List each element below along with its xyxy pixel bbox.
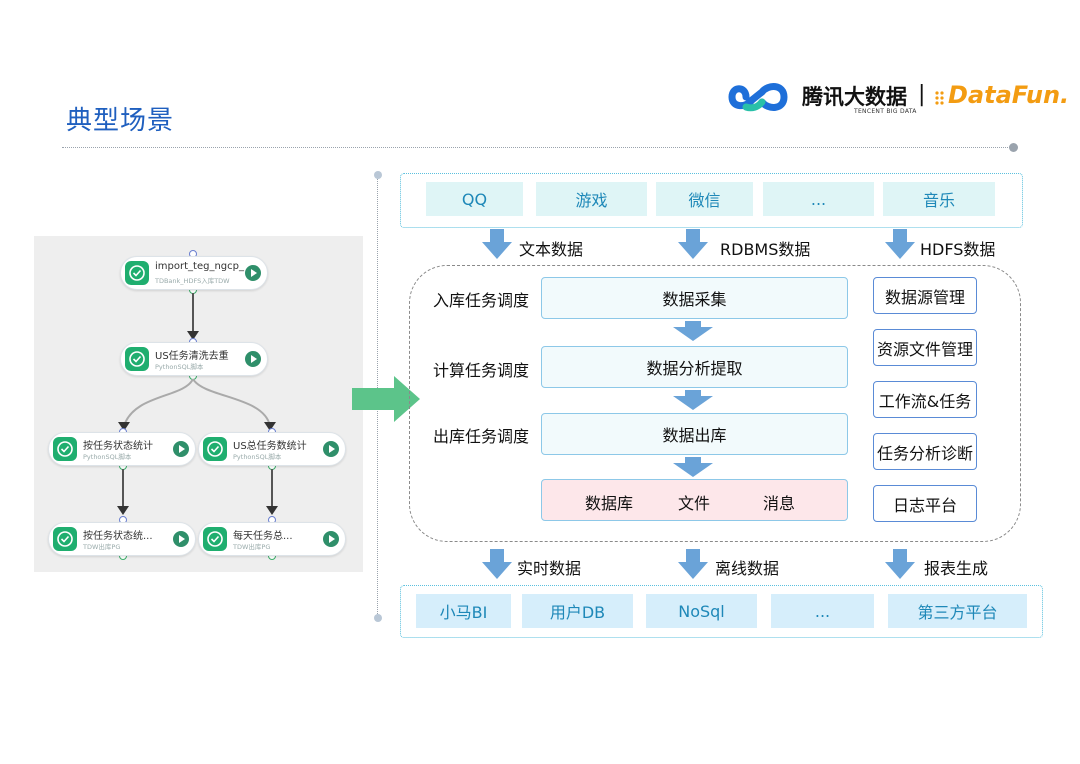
process-collect: 数据采集 (541, 277, 848, 319)
down-arrow-icon (482, 229, 512, 259)
source-chip-games: 游戏 (536, 182, 647, 216)
data-label-hdfs: HDFS数据 (920, 240, 996, 259)
platform-box (409, 265, 1021, 542)
tool-log-platform: 日志平台 (873, 485, 977, 522)
play-icon[interactable] (245, 265, 261, 281)
datafun-dots-icon (935, 91, 944, 105)
big-right-arrow-icon (352, 376, 420, 422)
down-arrow-icon (885, 549, 915, 579)
source-chip-music: 音乐 (883, 182, 995, 216)
down-arrow-icon (678, 549, 708, 579)
logo-separator: | (918, 82, 926, 107)
node-subtitle: TDW出库PG (233, 543, 271, 551)
play-icon[interactable] (173, 531, 189, 547)
node-title: US总任务数统计 (233, 441, 307, 452)
down-arrow-icon (885, 229, 915, 259)
output-chip-user-db: 用户DB (522, 594, 633, 628)
tencent-infinity-logo-icon (728, 83, 788, 112)
tool-resource-file-mgmt: 资源文件管理 (873, 329, 977, 366)
data-label-rdbms: RDBMS数据 (720, 240, 811, 259)
tool-task-diagnosis: 任务分析诊断 (873, 433, 977, 470)
data-label-report: 报表生成 (924, 559, 989, 578)
divider-bottom-dot (374, 614, 382, 622)
node-title: 每天任务总... (233, 531, 293, 542)
check-icon (203, 527, 227, 551)
tool-workflow-task: 工作流&任务 (873, 381, 977, 418)
output-chip-third-party: 第三方平台 (888, 594, 1027, 628)
down-arrow-icon (678, 229, 708, 259)
logo-group: 腾讯大数据 TENCENT BIG DATA | DataFun. (726, 78, 1076, 118)
down-arrow-icon (673, 390, 713, 410)
tencent-bigdata-sub: TENCENT BIG DATA (854, 108, 917, 115)
header-divider (62, 147, 1014, 148)
sink-box: 数据库 文件 消息 (541, 479, 848, 521)
divider-top-dot (374, 171, 382, 179)
scheduler-ingest: 入库任务调度 (433, 291, 530, 310)
data-label-realtime: 实时数据 (517, 559, 582, 578)
check-icon (125, 261, 149, 285)
check-icon (53, 437, 77, 461)
sources-panel: QQ 游戏 微信 ... 音乐 (400, 173, 1023, 228)
page-title: 典型场景 (66, 106, 175, 136)
output-chip-xiaoma-bi: 小马BI (416, 594, 511, 628)
play-icon[interactable] (245, 351, 261, 367)
workflow-panel: import_teg_ngcp_ TDBank_HDFS入库TDW US任务清洗… (34, 236, 363, 572)
data-label-offline: 离线数据 (715, 559, 780, 578)
node-subtitle: PythonSQL脚本 (155, 363, 204, 371)
node-title: 按任务状态统计 (83, 441, 153, 452)
node-title: import_teg_ngcp_ (155, 261, 244, 272)
divider-end-dot (1009, 143, 1018, 152)
tencent-bigdata-name: 腾讯大数据 (802, 85, 907, 109)
workflow-node-daily-export[interactable]: 每天任务总... TDW出库PG (198, 522, 346, 556)
node-subtitle: PythonSQL脚本 (83, 453, 132, 461)
node-subtitle: PythonSQL脚本 (233, 453, 282, 461)
data-label-text: 文本数据 (519, 240, 584, 259)
play-icon[interactable] (323, 441, 339, 457)
node-subtitle: TDBank_HDFS入库TDW (155, 277, 230, 285)
scheduler-export: 出库任务调度 (433, 427, 530, 446)
node-title: US任务清洗去重 (155, 351, 229, 362)
workflow-node-us-clean[interactable]: US任务清洗去重 PythonSQL脚本 (120, 342, 268, 376)
source-chip-wechat: 微信 (656, 182, 753, 216)
output-chip-nosql: NoSql (646, 594, 757, 628)
workflow-node-import[interactable]: import_teg_ngcp_ TDBank_HDFS入库TDW (120, 256, 268, 290)
process-export: 数据出库 (541, 413, 848, 455)
workflow-node-status-export[interactable]: 按任务状态统... TDW出库PG (48, 522, 196, 556)
tool-datasource-mgmt: 数据源管理 (873, 277, 977, 314)
node-title: 按任务状态统... (83, 531, 153, 542)
down-arrow-icon (673, 321, 713, 341)
scheduler-compute: 计算任务调度 (433, 361, 530, 380)
source-chip-qq: QQ (426, 182, 523, 216)
output-chip-more: ... (771, 594, 874, 628)
outputs-panel: 小马BI 用户DB NoSql ... 第三方平台 (400, 585, 1043, 638)
process-analysis: 数据分析提取 (541, 346, 848, 388)
sink-message: 消息 (763, 494, 796, 513)
workflow-node-status-stat[interactable]: 按任务状态统计 PythonSQL脚本 (48, 432, 196, 466)
source-chip-more: ... (763, 182, 874, 216)
datafun-logo-text: DataFun. (948, 81, 1070, 109)
play-icon[interactable] (173, 441, 189, 457)
down-arrow-icon (482, 549, 512, 579)
play-icon[interactable] (323, 531, 339, 547)
sink-database: 数据库 (585, 494, 634, 513)
node-subtitle: TDW出库PG (83, 543, 121, 551)
check-icon (53, 527, 77, 551)
check-icon (125, 347, 149, 371)
check-icon (203, 437, 227, 461)
workflow-node-us-total[interactable]: US总任务数统计 PythonSQL脚本 (198, 432, 346, 466)
down-arrow-icon (673, 457, 713, 477)
sink-file: 文件 (678, 494, 711, 513)
